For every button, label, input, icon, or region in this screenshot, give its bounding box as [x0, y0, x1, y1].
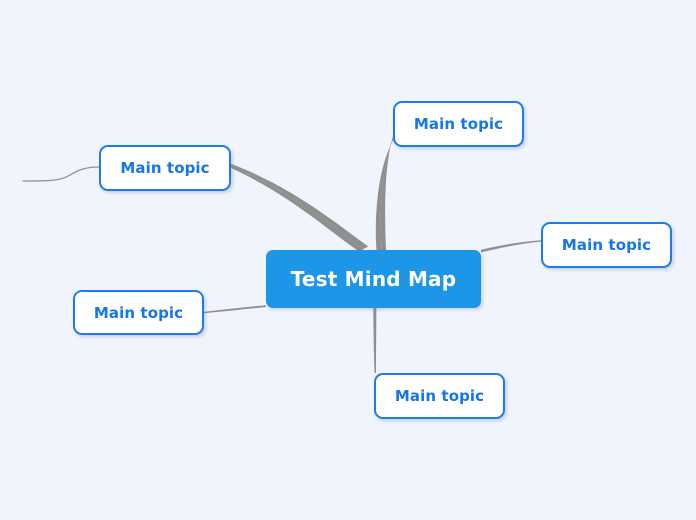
mindmap-topic-node-top-left[interactable]: Main topic [99, 145, 231, 191]
edge-root-to-bottom [373, 308, 377, 373]
mindmap-root-label: Test Mind Map [290, 267, 457, 291]
mindmap-topic-node-top-right[interactable]: Main topic [393, 101, 524, 147]
edge-root-to-top-right-body [380, 136, 393, 250]
mindmap-topic-node-bottom[interactable]: Main topic [374, 373, 505, 419]
mindmap-topic-label-right: Main topic [561, 236, 652, 254]
edge-stub-left [22, 166, 100, 182]
edge-root-to-bottom-left [204, 305, 266, 314]
mindmap-topic-label-top-left: Main topic [120, 159, 210, 177]
mindmap-root-node[interactable]: Test Mind Map [266, 250, 481, 308]
mindmap-topic-label-top-right: Main topic [413, 115, 504, 133]
edge-root-to-right [481, 240, 541, 253]
mindmap-topic-node-right[interactable]: Main topic [541, 222, 672, 268]
mindmap-topic-node-bottom-left[interactable]: Main topic [73, 290, 204, 335]
mindmap-topic-label-bottom: Main topic [394, 387, 485, 405]
edge-root-to-top-right [375, 138, 393, 250]
edge-root-to-top-left-body [231, 163, 369, 249]
edge-root-to-top-left [231, 166, 364, 252]
mindmap-topic-label-bottom-left: Main topic [93, 303, 184, 322]
